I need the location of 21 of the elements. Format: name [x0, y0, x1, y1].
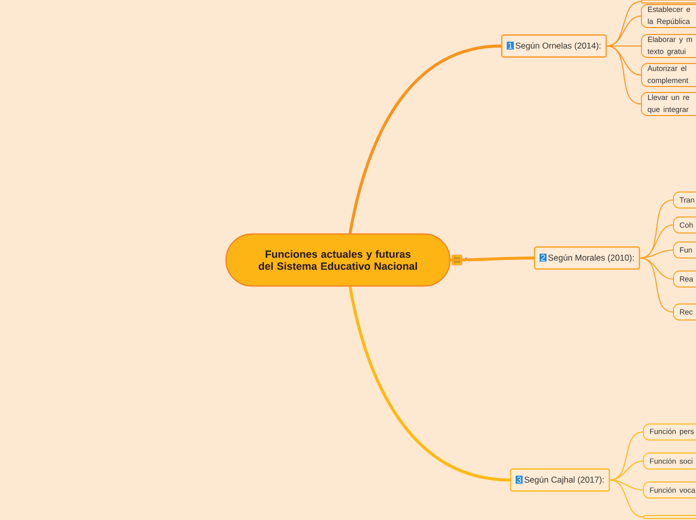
topic-box	[510, 468, 610, 492]
number-badge: 2	[540, 254, 547, 262]
topic-label: Según Morales (2010):	[548, 254, 634, 262]
subtopic-box	[641, 0, 696, 4]
branch-line	[640, 258, 674, 312]
branch-line	[606, 46, 642, 104]
branch-line	[609, 480, 644, 490]
branch-line	[606, 16, 642, 46]
branch-line	[450, 256, 534, 262]
number-badge: 3	[516, 476, 523, 484]
branch-line	[640, 224, 674, 258]
topic-box	[501, 34, 607, 58]
subtopic-box	[643, 515, 696, 519]
topic-box	[534, 246, 640, 270]
branch-line	[348, 286, 510, 482]
branch-line	[609, 480, 644, 518]
topic-label: Según Cajhal (2017):	[524, 476, 604, 484]
branch-line	[640, 258, 674, 280]
topic-label: Según Ornelas (2014):	[516, 42, 600, 50]
central-topic: Funciones actuales y futuras del Sistema Educativo Nacional	[225, 233, 451, 287]
branch-line	[348, 44, 502, 234]
